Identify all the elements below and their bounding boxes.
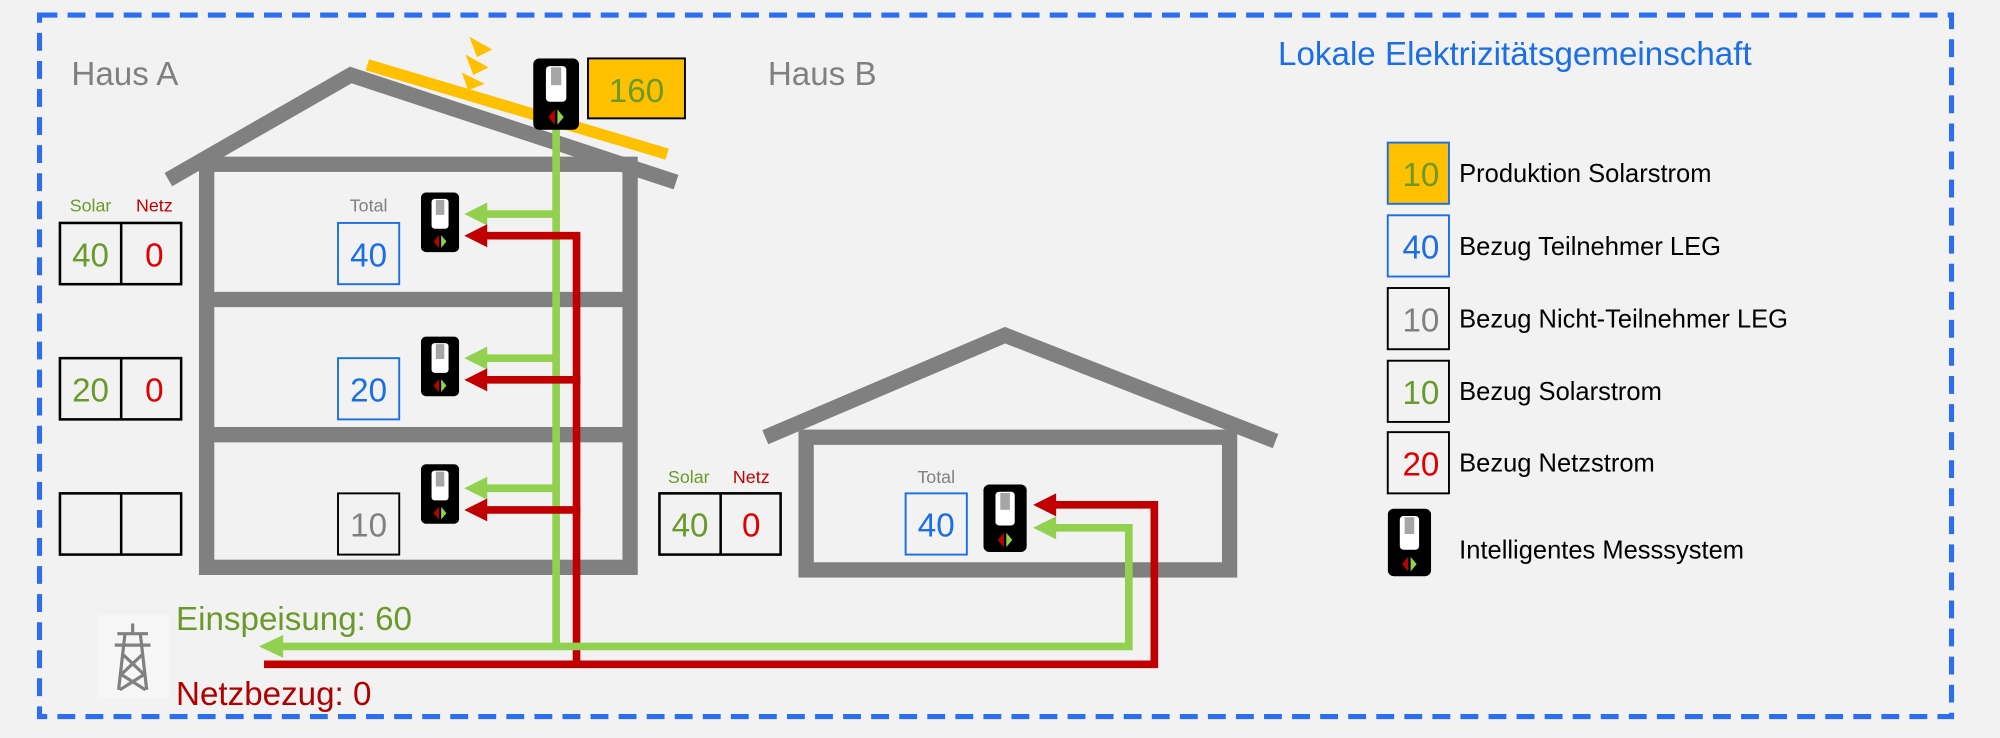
floor-2-solar: 20: [72, 373, 109, 410]
floor-2-total: 20: [350, 373, 387, 410]
smart-meter-icon: [533, 58, 580, 130]
grid-flows: [258, 493, 1159, 669]
sun-rays-icon: [461, 36, 493, 91]
legend-label: Bezug Teilnehmer LEG: [1459, 233, 1721, 261]
legend-label: Produktion Solarstrom: [1459, 160, 1711, 188]
feed-in-label: Einspeisung: 60: [176, 601, 412, 638]
floor-1-solar: 40: [72, 237, 109, 274]
total-label: Total: [350, 195, 388, 215]
legend-value: 10: [1402, 157, 1439, 194]
smart-meter-icon: [1387, 508, 1432, 577]
legend-label: Bezug Solarstrom: [1459, 378, 1662, 406]
house-a-label: Haus A: [71, 56, 179, 93]
house-b-total-label: Total: [917, 467, 955, 487]
smart-meter-icon: [420, 464, 460, 524]
solar-panel: [365, 59, 669, 160]
legend-value: 10: [1402, 375, 1439, 412]
house-b-netz: 0: [742, 508, 760, 545]
house-b-total: 40: [918, 508, 955, 545]
legend-value: 20: [1402, 447, 1439, 484]
floor-3-total: 10: [350, 508, 387, 545]
power-pylon-icon: [98, 614, 170, 699]
legend-value: 40: [1402, 230, 1439, 267]
production-box: [587, 57, 686, 120]
legend-label: Bezug Netzstrom: [1459, 450, 1655, 478]
legend-label: Intelligentes Messsystem: [1459, 536, 1744, 564]
solar-column-label: Solar: [70, 195, 112, 215]
house-b-solar: 40: [672, 508, 709, 545]
floor-1-total: 40: [350, 237, 387, 274]
netz-column-label: Netz: [136, 195, 173, 215]
smart-meter-icon: [420, 192, 460, 253]
house-b: [762, 326, 1279, 578]
floor-1-netz: 0: [145, 237, 163, 274]
house-a-roof: [164, 66, 679, 190]
grid-draw-label: Netzbezug: 0: [176, 676, 371, 713]
legend-value: 10: [1402, 302, 1439, 339]
house-b-label: Haus B: [768, 56, 877, 93]
community-boundary: [36, 12, 1955, 720]
floor-2-netz: 0: [145, 373, 163, 410]
house-b-solar-label: Solar: [668, 467, 710, 487]
production-value: 160: [609, 73, 664, 110]
legend-label: Bezug Nicht-Teilnehmer LEG: [1459, 306, 1788, 334]
legend: 10 Produktion Solarstrom 40 Bezug Teilne…: [1386, 141, 1788, 577]
smart-meter-icon: [420, 336, 460, 397]
house-b-netz-label: Netz: [733, 467, 770, 487]
page-title: Lokale Elektrizitätsgemeinschaft: [1278, 36, 1752, 73]
house-a-flows: [464, 128, 576, 665]
smart-meter-icon: [983, 484, 1027, 552]
